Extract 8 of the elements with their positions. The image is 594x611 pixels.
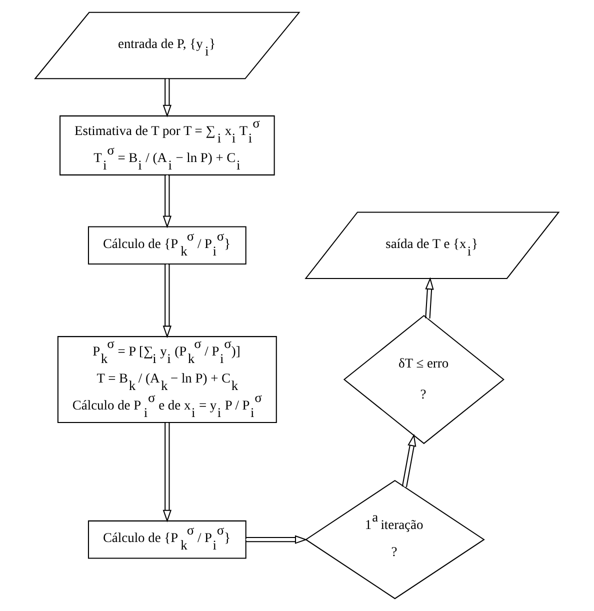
arrow xyxy=(162,264,172,338)
arrow xyxy=(162,422,172,522)
arrow xyxy=(162,78,172,118)
arrow xyxy=(402,434,416,488)
arrow xyxy=(425,277,434,319)
arrow xyxy=(162,175,172,228)
node-diamond: δT ≤ erro ? xyxy=(343,314,504,444)
arrow xyxy=(246,535,308,544)
